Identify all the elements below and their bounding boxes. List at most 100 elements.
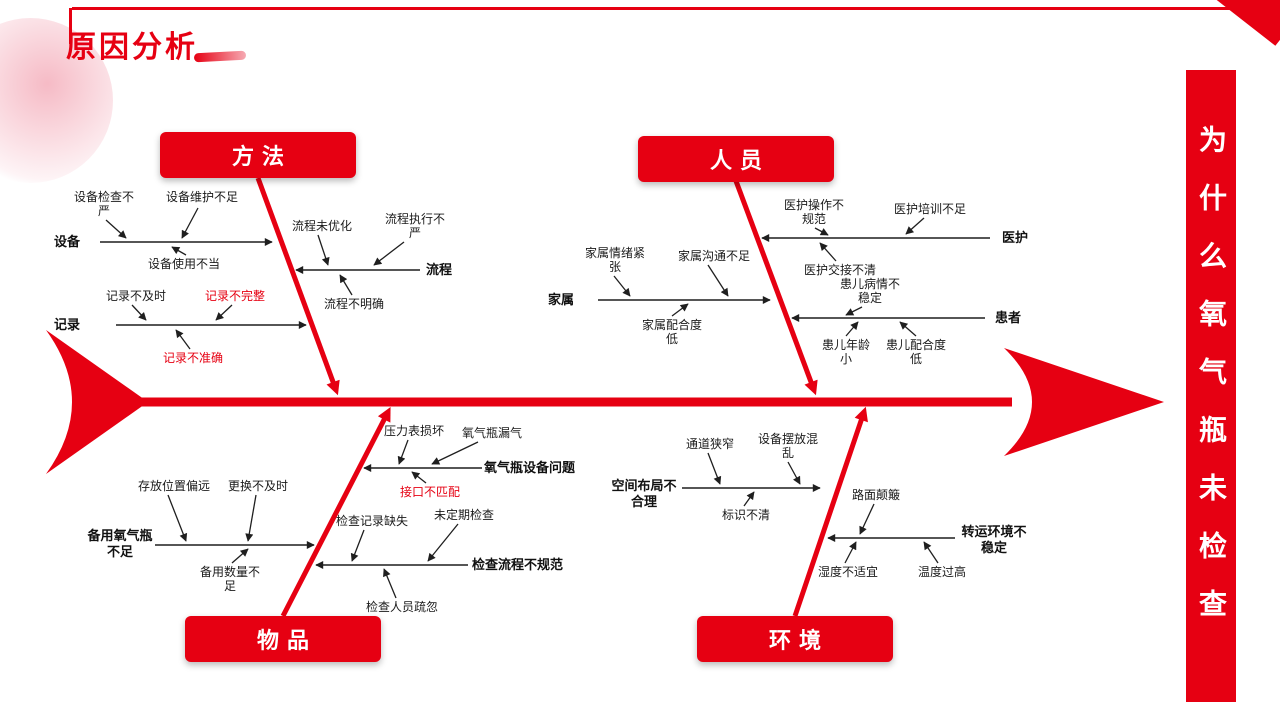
cause-arrow [707,452,722,485]
cause-arrow [859,503,875,535]
cause-item: 路面颠簸 [852,488,901,502]
category-environment-label: 环境 [768,628,829,653]
category-personnel-label: 人员 [709,148,770,173]
cause-arrow [175,329,191,350]
branch-records-label: 记录 [54,317,81,332]
cause-item: 家属配合度低 [641,318,702,347]
cause-item: 流程未优化 [292,219,353,233]
category-personnel-box: 人员 [638,136,834,182]
fish-tail [46,330,148,474]
cause-item: 存放位置偏远 [138,479,211,493]
branch-space-layout-label: 空间布局不合理 [611,478,677,510]
branch-family-label: 家属 [548,292,575,307]
cause-arrow [819,242,837,262]
cause-item: 医护操作不规范 [783,198,844,227]
problem-statement-text: 为什么氧气瓶未检查 [1196,125,1227,647]
cause-arrow [671,303,689,317]
cause-item: 未定期检查 [434,508,495,522]
category-bones [255,177,868,618]
cause-arrow [427,523,459,562]
cause-arrow [743,491,755,507]
cause-item-emphasis: 记录不准确 [163,351,224,365]
title-tick-decor [69,8,72,44]
cause-item: 标识不清 [722,508,771,522]
cause-arrow [181,207,199,239]
cause-arrow [411,471,427,484]
cause-arrow [245,494,257,542]
category-items-box: 物品 [185,616,381,662]
items-bone [280,407,391,618]
cause-arrow [339,274,353,296]
cause-item: 设备使用不当 [148,257,221,271]
cause-item: 湿度不适宜 [818,565,879,579]
cause-arrow [167,494,188,542]
branch-equipment-label: 设备 [54,234,81,249]
cause-item: 医护交接不清 [804,263,877,277]
branch-backup-oxygen-label: 备用氧气瓶不足 [87,528,153,560]
cause-arrow [171,246,187,256]
cause-item: 患儿年龄小 [821,338,870,367]
category-method-label: 方法 [231,144,292,169]
branch-medical-staff-label: 医护 [1002,230,1029,245]
category-items-label: 物品 [256,628,317,653]
branch-inspection-process-label: 检查流程不规范 [472,557,564,572]
cause-item: 检查记录缺失 [336,514,409,528]
cause-arrow [905,217,925,235]
cause-arrow [814,227,829,236]
cause-item: 更换不及时 [228,479,289,493]
cause-arrow [899,321,917,337]
method-bone [255,177,340,396]
cause-item: 流程执行不严 [384,212,445,241]
cause-arrow [707,264,729,297]
cause-item-emphasis: 接口不匹配 [400,485,461,499]
page-title: 原因分析 [66,31,198,64]
cause-item-emphasis: 记录不完整 [205,289,266,303]
cause-arrow [215,304,233,321]
cause-arrow [105,219,127,239]
personnel-bone [733,180,818,396]
cause-item: 设备摆放混乱 [757,432,818,461]
cause-arrow [397,439,409,465]
cause-item: 家属情绪紧张 [584,246,645,275]
cause-item: 设备维护不足 [166,190,239,204]
cause-arrows [105,207,939,599]
cause-arrow [613,275,631,297]
cause-item: 家属沟通不足 [678,249,751,263]
cause-arrow [431,441,479,465]
cause-item: 备用数量不足 [199,565,260,594]
environment-bone [792,406,868,617]
branch-lines [100,234,990,569]
cause-arrow [787,461,801,485]
cause-item: 设备检查不严 [73,190,134,219]
cause-item: 医护培训不足 [894,202,967,216]
cause-item: 通道狭窄 [686,437,735,451]
cause-arrow [231,548,249,564]
cause-arrow [317,234,330,266]
category-method-box: 方法 [160,132,356,178]
branch-process-label: 流程 [426,262,453,277]
category-environment-box: 环境 [697,616,893,662]
fish-head [1004,348,1164,456]
cause-item: 患儿病情不稳定 [839,277,900,306]
cause-arrow [383,568,397,599]
cause-item: 压力表损坏 [384,424,445,438]
cause-arrow [373,241,405,266]
cause-item: 检查人员疏忽 [366,600,439,614]
cause-item: 流程不明确 [324,297,385,311]
top-rule-line [72,7,1280,10]
cause-arrow [845,321,859,337]
cause-arrow [844,541,857,564]
cause-item: 记录不及时 [106,289,167,303]
branch-oxygen-equipment-label: 氧气瓶设备问题 [484,460,576,475]
branch-patient-label: 患者 [995,310,1022,325]
cause-arrow [131,304,147,321]
cause-item: 氧气瓶漏气 [462,426,523,440]
cause-item: 患儿配合度低 [885,338,946,367]
cause-arrow [350,529,365,562]
cause-arrow [845,306,863,316]
cause-item: 温度过高 [918,565,967,579]
problem-statement-bar: 为什么氧气瓶未检查 [1186,70,1236,702]
branch-transport-env-label: 转运环境不稳定 [961,524,1027,556]
